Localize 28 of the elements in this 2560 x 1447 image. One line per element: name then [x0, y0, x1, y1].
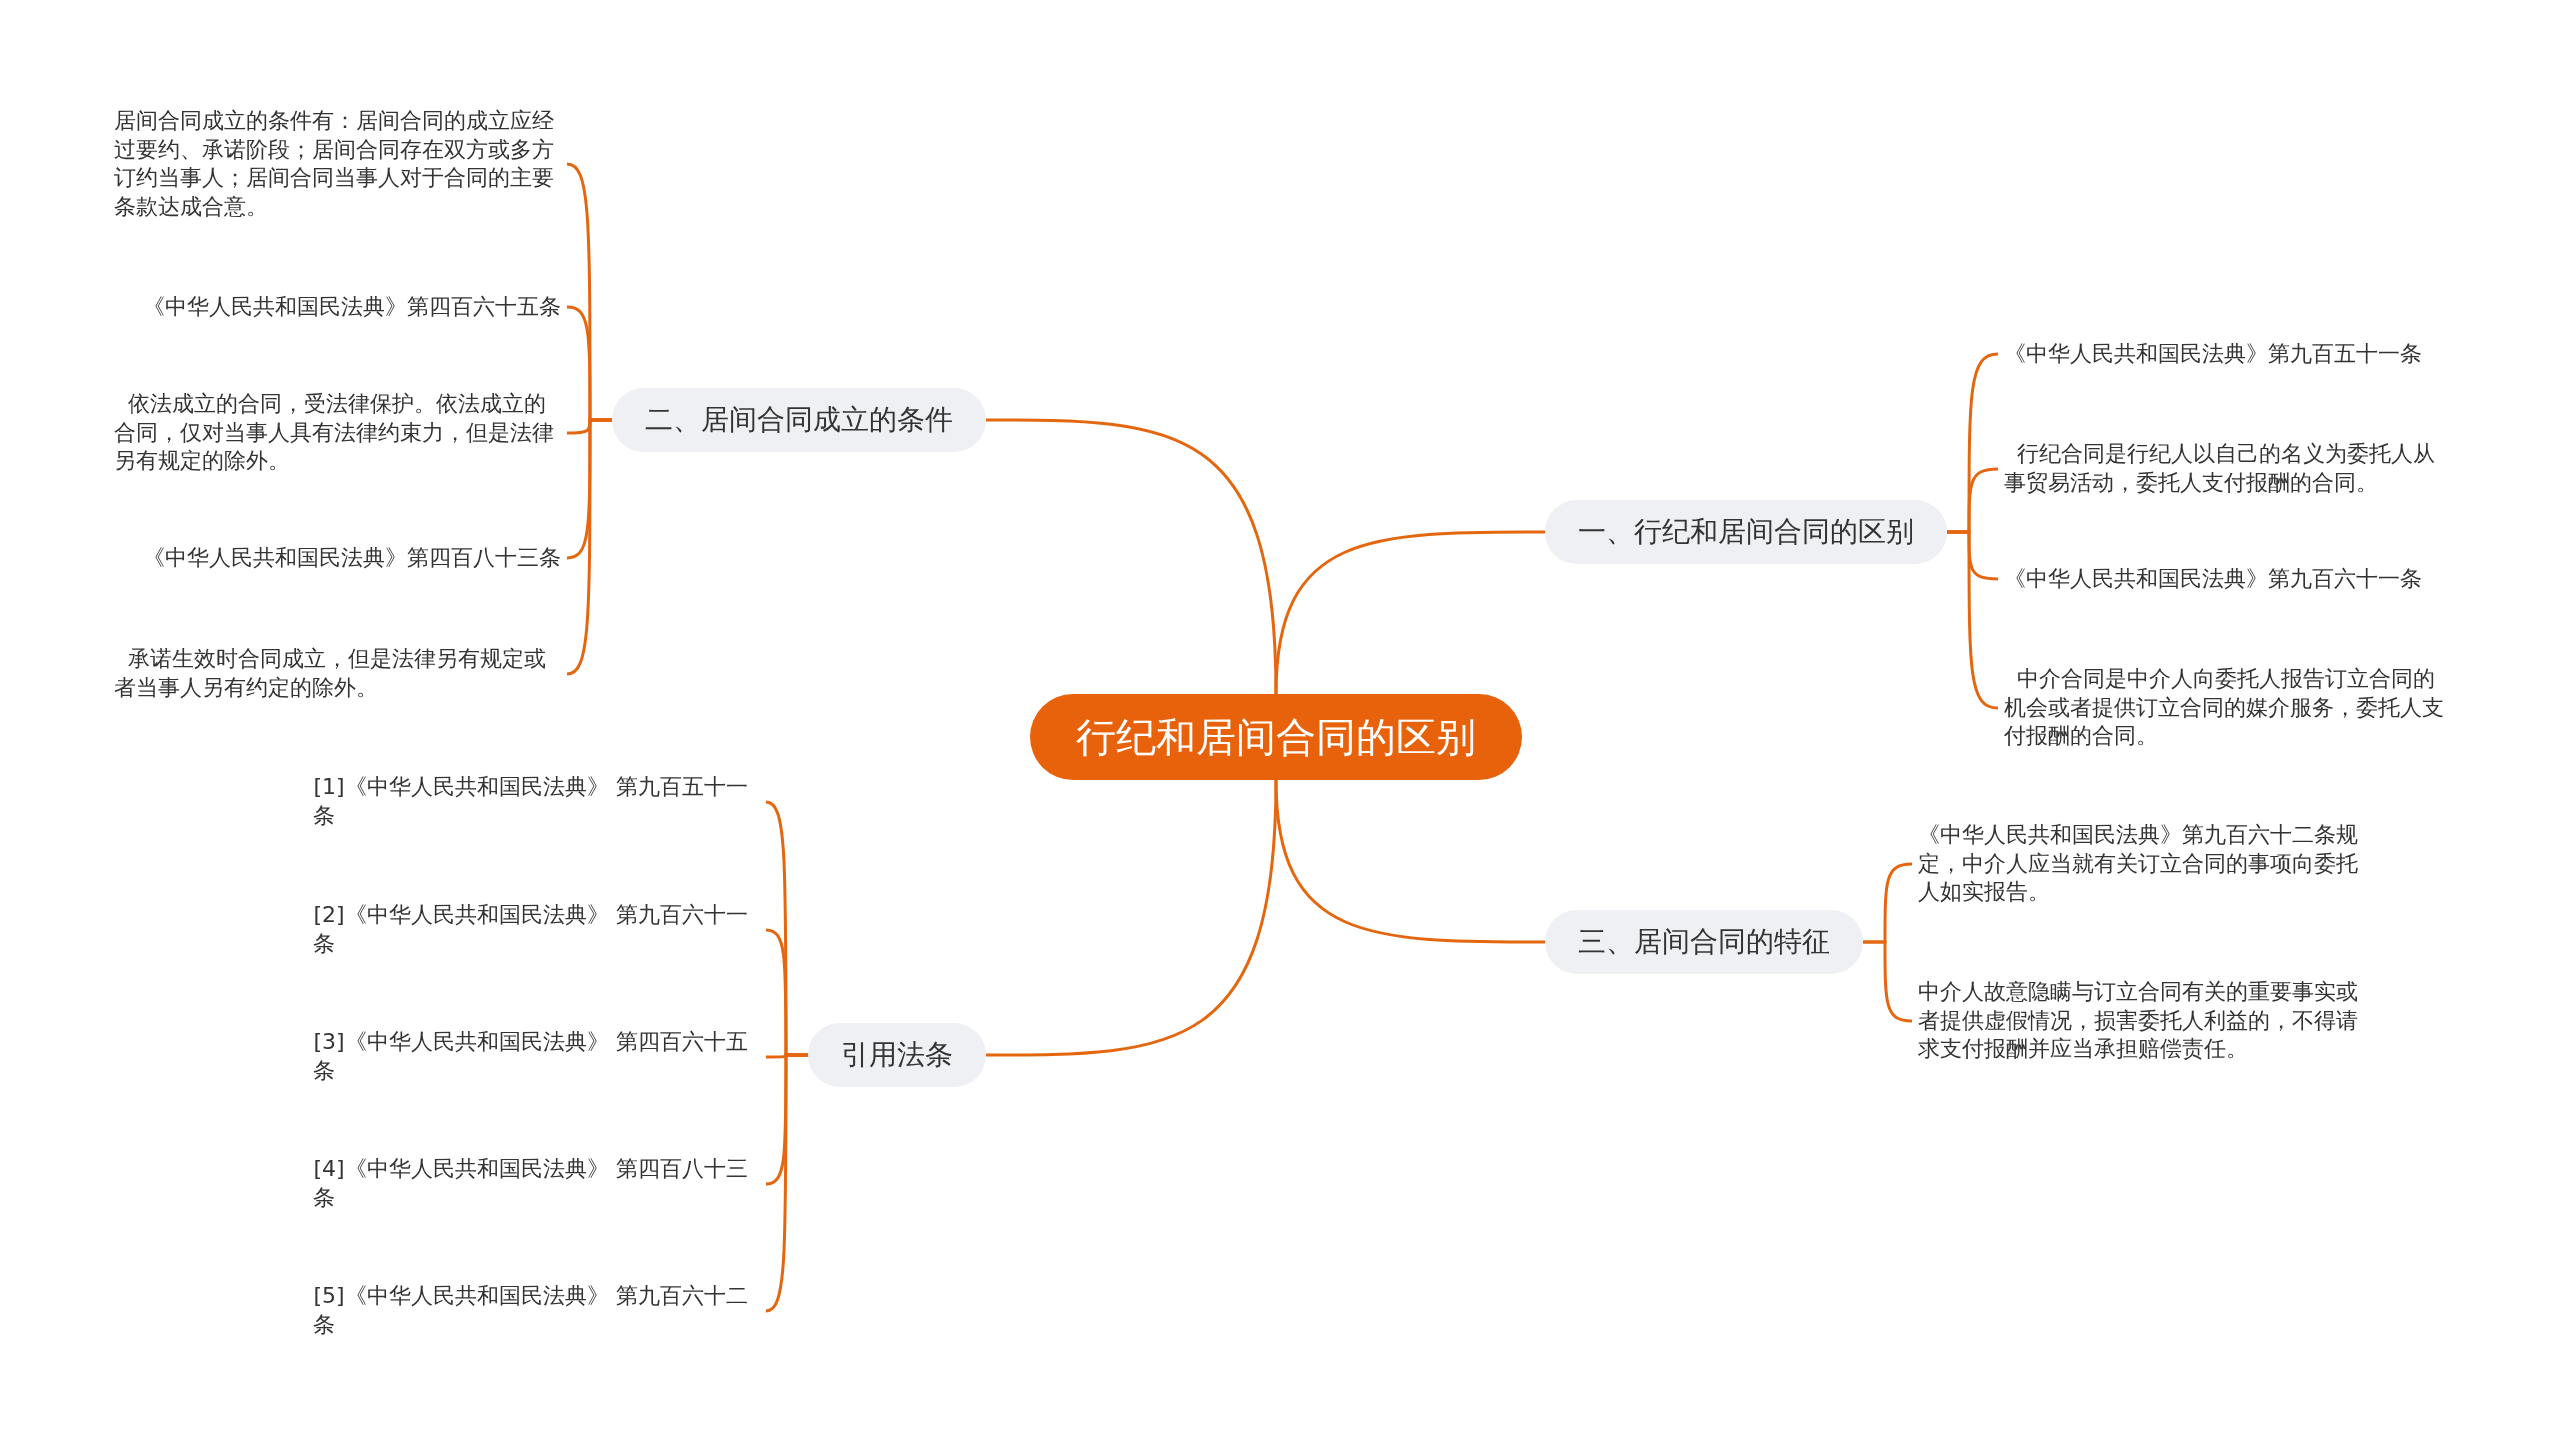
- connector-line: [765, 1053, 808, 1313]
- topic-text: 居间合同成立的条件有：居间合同的成立应经过要约、承诺阶段；居间合同存在双方或多方订约当事人；居间合同当事人对于合同的主要条款达成合意。: [108, 104, 567, 224]
- connector-line: [1274, 530, 1545, 695]
- topic-text: 《中华人民共和国民法典》第九百五十一条: [1998, 337, 2428, 371]
- topic-text: 中介人故意隐瞒与订立合同有关的重要事实或者提供虚假情况，损害委托人利益的，不得请求支付报酬并应当承担赔偿责任。: [1912, 976, 2371, 1066]
- branch-topic: 一、行纪和居间合同的区别: [1545, 500, 1947, 564]
- connector-line: [1947, 530, 1999, 710]
- connector-line: [566, 418, 612, 676]
- branch-topic: 三、居间合同的特征: [1545, 910, 1863, 974]
- branch-topic: 二、居间合同成立的条件: [612, 388, 986, 452]
- branch-topic: 引用法条: [808, 1023, 986, 1087]
- connector-line: [986, 779, 1278, 1057]
- topic-text: 承诺生效时合同成立，但是法律另有规定或者当事人另有约定的除外。: [108, 643, 567, 705]
- topic-text: 《中华人民共和国民法典》第九百六十二条规定，中介人应当就有关订立合同的事项向委托人如实报告。: [1912, 819, 2371, 909]
- connector-line: [986, 418, 1278, 695]
- topic-text: 《中华人民共和国民法典》第四百八十三条: [137, 541, 567, 575]
- connector-line: [1274, 779, 1545, 944]
- topic-text: [5]《中华人民共和国民法典》 第九百六十二条: [307, 1280, 766, 1342]
- topic-text: [2]《中华人民共和国民法典》 第九百六十一条: [307, 899, 766, 961]
- topic-text: 《中华人民共和国民法典》第九百六十一条: [1998, 562, 2428, 596]
- topic-text: [1]《中华人民共和国民法典》 第九百五十一条: [307, 771, 766, 833]
- central-topic: 行纪和居间合同的区别: [1030, 694, 1522, 780]
- topic-text: 《中华人民共和国民法典》第四百六十五条: [137, 290, 567, 324]
- topic-text: [3]《中华人民共和国民法典》 第四百六十五条: [307, 1026, 766, 1088]
- topic-text: [4]《中华人民共和国民法典》 第四百八十三条: [307, 1153, 766, 1215]
- topic-text: 行纪合同是行纪人以自己的名义为委托人从事贸易活动，委托人支付报酬的合同。: [1998, 438, 2457, 500]
- topic-text: 依法成立的合同，受法律保护。依法成立的合同，仅对当事人具有法律约束力，但是法律另有规定的除外。: [108, 388, 567, 478]
- topic-text: 中介合同是中介人向委托人报告订立合同的机会或者提供订立合同的媒介服务，委托人支付报酬的合同。: [1998, 663, 2457, 753]
